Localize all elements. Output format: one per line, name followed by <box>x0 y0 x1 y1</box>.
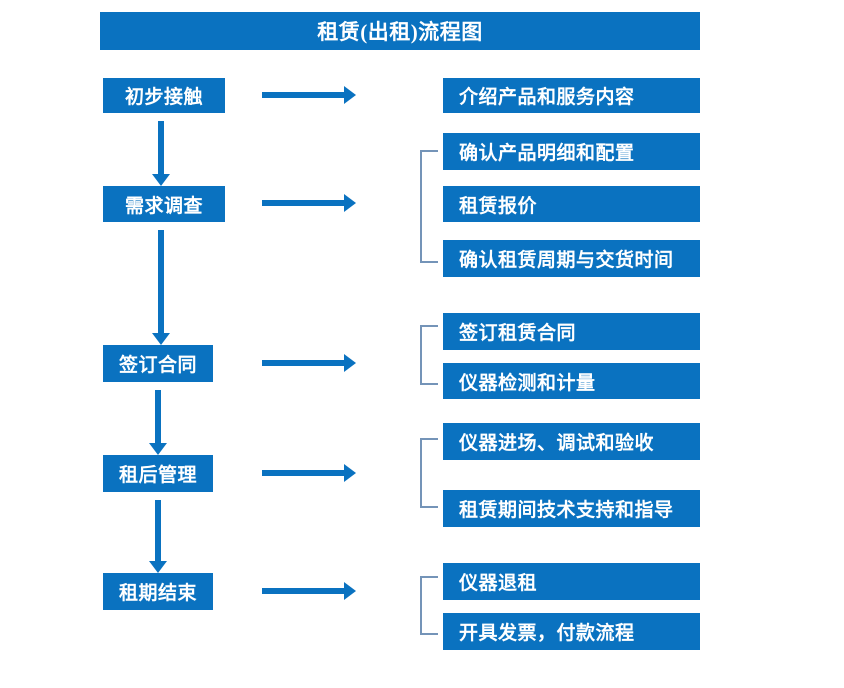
stage-box-requirement-survey[interactable]: 需求调查 <box>103 186 225 222</box>
vertical-arrow-2 <box>152 230 170 345</box>
horizontal-arrow-4 <box>262 464 356 482</box>
stage-box-post-rental-management[interactable]: 租后管理 <box>103 455 213 492</box>
detail-box-instrument-return[interactable]: 仪器退租 <box>443 563 700 600</box>
detail-box-rental-quotation[interactable]: 租赁报价 <box>443 186 700 222</box>
detail-box-confirm-rental-period[interactable]: 确认租赁周期与交货时间 <box>443 240 700 277</box>
horizontal-arrow-5 <box>262 582 356 600</box>
detail-box-invoice-payment[interactable]: 开具发票，付款流程 <box>443 613 700 650</box>
group-bracket-post-rental-management <box>420 438 438 508</box>
vertical-arrow-4 <box>149 500 167 573</box>
horizontal-arrow-1 <box>262 86 356 104</box>
detail-box-instrument-installation[interactable]: 仪器进场、调试和验收 <box>443 423 700 460</box>
stage-box-initial-contact[interactable]: 初步接触 <box>103 78 225 113</box>
group-bracket-sign-contract <box>420 325 438 385</box>
group-bracket-rental-end <box>420 576 438 635</box>
group-bracket-requirement-survey <box>420 150 438 263</box>
detail-box-instrument-inspection[interactable]: 仪器检测和计量 <box>443 363 700 399</box>
vertical-arrow-1 <box>152 121 170 186</box>
detail-box-sign-rental-contract[interactable]: 签订租赁合同 <box>443 313 700 350</box>
detail-box-technical-support[interactable]: 租赁期间技术支持和指导 <box>443 490 700 527</box>
detail-box-confirm-product-details[interactable]: 确认产品明细和配置 <box>443 133 700 170</box>
stage-box-rental-end[interactable]: 租期结束 <box>103 573 213 610</box>
vertical-arrow-3 <box>149 390 167 455</box>
stage-box-sign-contract[interactable]: 签订合同 <box>103 345 213 382</box>
detail-box-introduce-products[interactable]: 介绍产品和服务内容 <box>443 78 700 113</box>
diagram-title: 租赁(出租)流程图 <box>100 12 700 50</box>
horizontal-arrow-2 <box>262 194 356 212</box>
horizontal-arrow-3 <box>262 354 356 372</box>
